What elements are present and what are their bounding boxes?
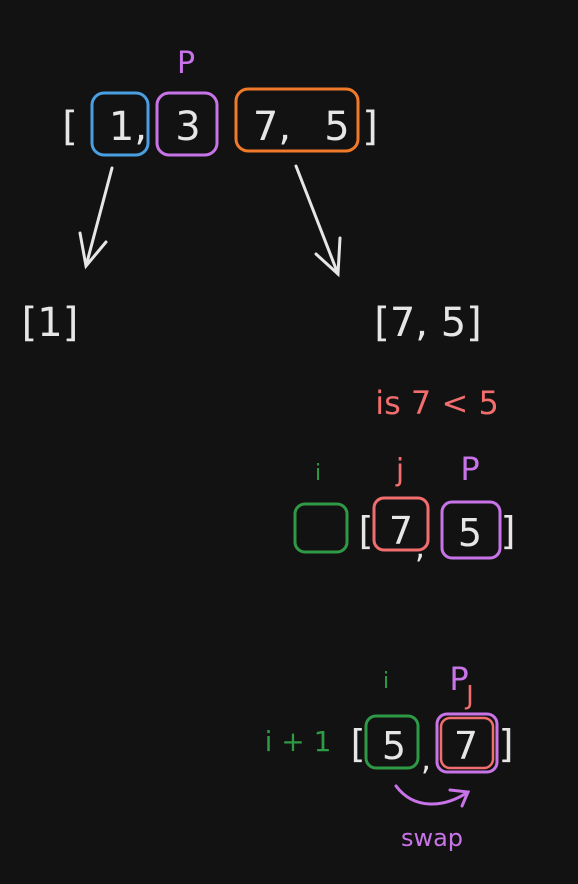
- value-5: 5: [324, 104, 349, 150]
- box-blue-element-1: [90, 91, 150, 157]
- close-bracket-top: ]: [362, 104, 378, 150]
- arrow-right-down: [294, 164, 342, 278]
- open-bracket-step4: [: [351, 722, 366, 766]
- left-result: [1]: [22, 300, 79, 346]
- i-plus-one-label: i + 1: [265, 725, 332, 758]
- value-7: 7,: [253, 104, 291, 150]
- pivot-marker-step3: P: [460, 450, 479, 488]
- value-5-step3: 5: [458, 511, 482, 555]
- pj-marker-p: P: [449, 660, 468, 698]
- open-bracket-step3: [: [359, 509, 374, 553]
- value-7-step3: 7: [389, 509, 413, 553]
- arrow-left-down: [78, 166, 114, 270]
- comma-step4: ,: [421, 740, 431, 778]
- comma-step3: ,: [415, 528, 425, 566]
- swap-arrow: [394, 784, 471, 808]
- box-orange-partition: [234, 87, 360, 153]
- swap-label: swap: [401, 824, 463, 852]
- j-marker-step3: j: [395, 453, 404, 488]
- i-marker-step3: i: [315, 461, 321, 486]
- box-green-i-empty: [293, 502, 349, 554]
- right-result: [7, 5]: [374, 300, 482, 346]
- value-1: 1,: [109, 104, 147, 150]
- value-3: 3: [175, 104, 200, 150]
- box-green-i-plus-one: [364, 714, 420, 770]
- pivot-marker-top: P: [177, 46, 195, 81]
- pj-marker-j: J: [464, 681, 474, 711]
- box-salmon-j-step4: [439, 716, 495, 770]
- comparison-text: is 7 < 5: [375, 384, 499, 422]
- box-purple-pivot-step4: [435, 712, 499, 774]
- close-bracket-step4: ]: [499, 722, 514, 766]
- box-purple-pivot-3: [155, 91, 219, 157]
- box-salmon-j: [372, 496, 430, 552]
- value-7-step4: 7: [454, 724, 478, 768]
- close-bracket-step3: ]: [501, 509, 516, 553]
- open-bracket-top: [: [62, 104, 78, 150]
- box-purple-pivot-step3: [440, 500, 502, 560]
- i-marker-step4: i: [383, 669, 389, 694]
- value-5-step4: 5: [382, 724, 406, 768]
